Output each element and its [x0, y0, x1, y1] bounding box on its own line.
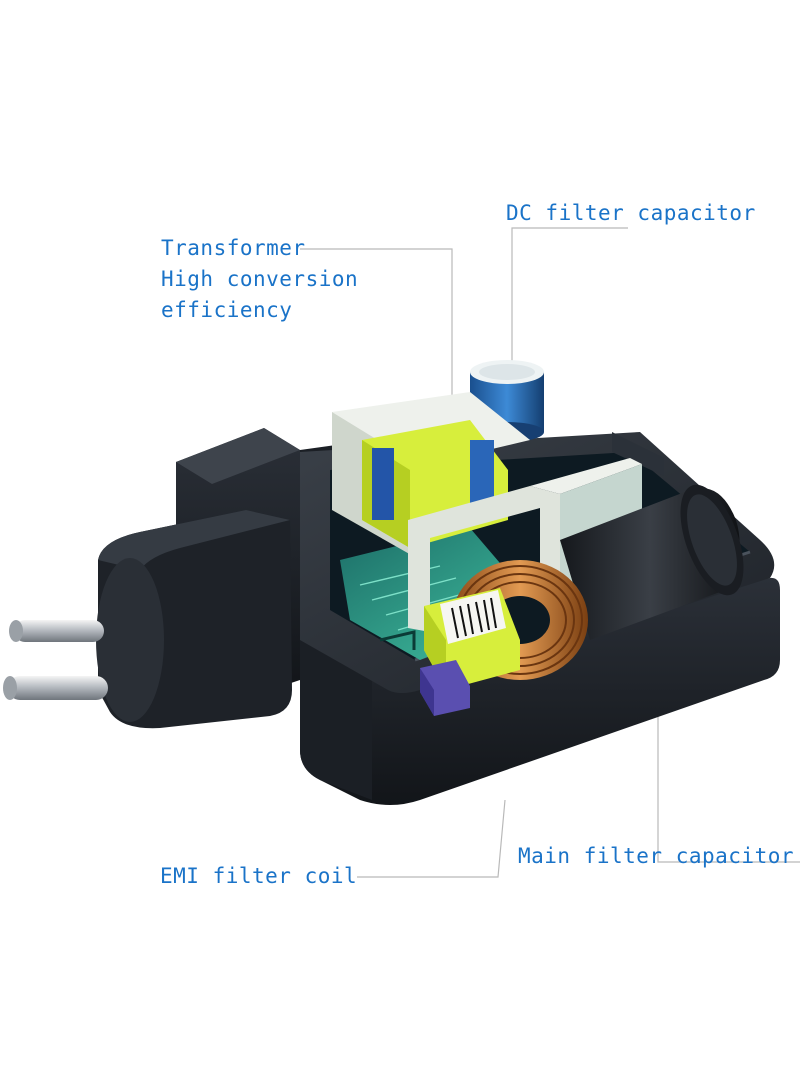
emi-filter-coil-label: EMI filter coil: [160, 864, 358, 888]
plug-pins: [3, 620, 108, 700]
dc-capacitor-leader-line: [511, 227, 628, 368]
plug-head: [96, 428, 300, 729]
main-filter-capacitor-label: Main filter capacitor: [518, 844, 795, 868]
upper-pin: [9, 620, 104, 642]
lower-pin: [3, 676, 108, 700]
main-filter-capacitor: [560, 484, 744, 640]
dc-filter-capacitor-label: DC filter capacitor: [506, 201, 756, 225]
transformer-label: Transformer: [161, 236, 306, 260]
transformer-sub-label-1: High conversion: [161, 267, 359, 291]
transformer-sub-label-2: efficiency: [161, 298, 293, 322]
main-capacitor-leader-line: [657, 712, 800, 863]
purple-component: [420, 660, 470, 716]
transformer-callout: Transformer High conversion efficiency: [161, 233, 358, 326]
emi-coil-leader-line: [357, 799, 506, 878]
